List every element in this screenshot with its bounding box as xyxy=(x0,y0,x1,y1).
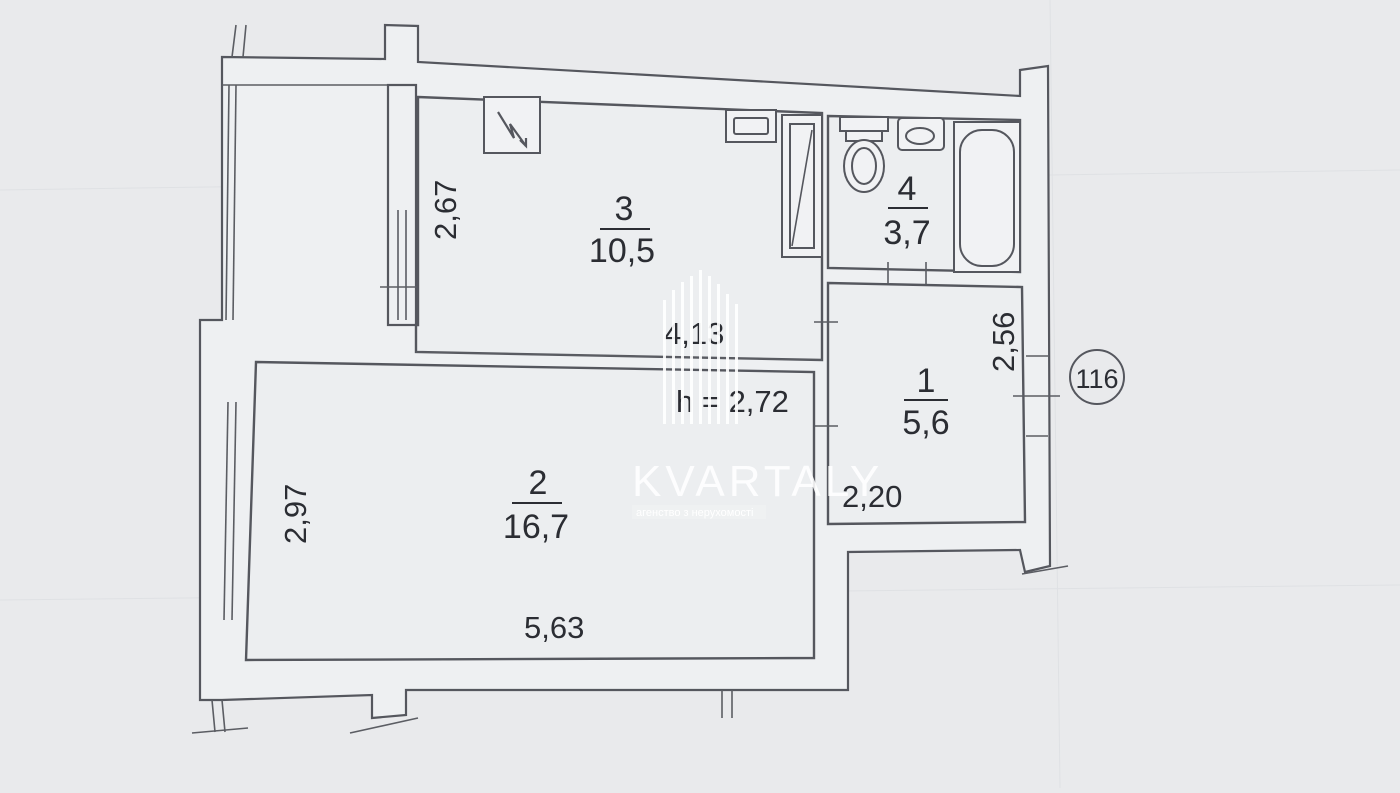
bottom-tick-base xyxy=(191,727,249,734)
hall-tick-base xyxy=(1021,565,1069,575)
watermark-tagline-bg xyxy=(632,505,766,519)
room-2-number: 2 xyxy=(529,464,548,502)
partition-wall xyxy=(386,83,418,327)
window-line-1 xyxy=(223,401,229,621)
balcony-tick-1 xyxy=(231,24,237,58)
ceiling-height-dim: h = 2,72 xyxy=(676,384,789,419)
room-3-number: 3 xyxy=(615,190,634,228)
window-line-2 xyxy=(231,401,237,621)
room-2-label: 2 16,7 xyxy=(503,464,569,546)
electrical-panel-icon xyxy=(483,96,541,154)
room-1-number: 1 xyxy=(917,362,936,400)
balcony-rail-1 xyxy=(225,84,230,321)
room-4-label: 4 3,7 xyxy=(883,170,930,252)
room-2-area: 16,7 xyxy=(503,508,569,546)
shower-icon xyxy=(781,114,823,258)
balcony-tick-2 xyxy=(242,24,247,58)
room-3-label: 3 10,5 xyxy=(589,190,655,270)
room-3-height-dim: 2,67 xyxy=(428,180,463,240)
watermark-brand: KVARTALY xyxy=(632,457,883,506)
room-1-area: 5,6 xyxy=(902,404,949,442)
bottom-tick-1 xyxy=(211,699,216,733)
bottom-tick-2 xyxy=(221,699,226,733)
room-1-height-dim: 2,56 xyxy=(986,312,1021,372)
room-2-height-dim: 2,97 xyxy=(278,484,313,544)
watermark: KVARTALY агенство з нерухомості xyxy=(632,270,883,519)
room-1 xyxy=(826,281,1027,526)
corridor-line xyxy=(415,351,823,361)
apartment-number: 116 xyxy=(1075,364,1118,394)
room-1-label: 1 5,6 xyxy=(902,362,949,442)
room-4-area: 3,7 xyxy=(883,214,930,252)
sink-icon xyxy=(725,109,777,143)
balcony-rail-2 xyxy=(232,84,237,321)
watermark-tagline: агенство з нерухомості xyxy=(636,507,753,519)
room-4-number: 4 xyxy=(898,170,917,208)
room-3-area: 10,5 xyxy=(589,232,655,270)
room-1-width-dim: 2,20 xyxy=(842,479,902,514)
apartment-number-marker: 116 xyxy=(1069,349,1125,405)
bathroom-sink-icon xyxy=(897,117,945,151)
room-2-width-dim: 5,63 xyxy=(524,610,584,645)
bathtub-icon xyxy=(953,121,1021,273)
bottom-tick-3 xyxy=(349,717,419,734)
watermark-logo-mark xyxy=(663,270,738,424)
toilet-icon xyxy=(839,116,889,193)
room-2 xyxy=(244,360,816,662)
